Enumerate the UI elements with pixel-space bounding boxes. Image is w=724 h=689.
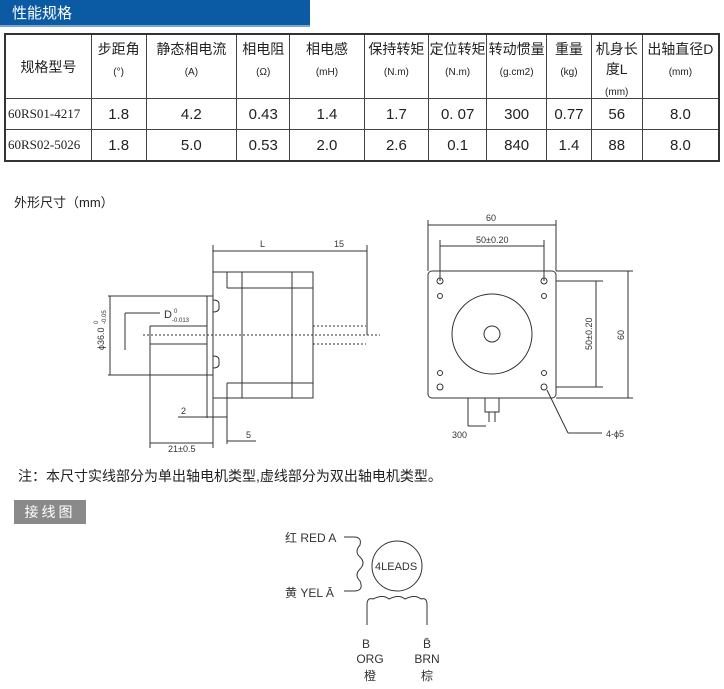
wire-bbar-color: BRN [414, 652, 439, 666]
header-unit: (N.m) [383, 67, 409, 78]
header-unit: (g.cm2) [499, 67, 534, 78]
table-cell: 1.8 [90, 129, 147, 162]
model-cell: 60RS02-5026 [4, 129, 92, 162]
dim-D-tol-up: 0 [174, 309, 178, 315]
dim-60-v: 60 [616, 330, 626, 340]
column-header: 转动惯量 (g.cm2) [486, 33, 548, 99]
dim-15: 15 [334, 239, 344, 249]
header-label: 相电阻 [242, 41, 285, 57]
table-cell: 840 [486, 129, 548, 162]
dim-60: 60 [486, 213, 496, 223]
front-view [427, 220, 633, 434]
table-cell: 2.6 [363, 129, 430, 162]
column-header: 规格型号 [4, 33, 92, 99]
wire-b-color: ORG [356, 652, 383, 666]
dim-dia36-tol-up: 0 [94, 320, 100, 324]
dim-50-h: 50±0.20 [476, 235, 508, 245]
column-header: 步距角 (°) [90, 33, 147, 99]
table-cell: 1.4 [546, 129, 592, 162]
table-cell: 0. 07 [428, 98, 488, 130]
header-label: 出轴直径D [647, 41, 714, 57]
header-label: 转动惯量 [488, 41, 545, 57]
table-cell: 0.43 [236, 98, 291, 130]
column-header: 保持转矩 (N.m) [363, 33, 430, 99]
wire-bbar-label: B̄ [423, 637, 431, 651]
table-cell: 56 [590, 98, 643, 130]
header-label: 静态相电流 [156, 41, 227, 57]
table-cell: 2.0 [289, 129, 365, 162]
column-header: 相电阻 (Ω) [236, 33, 291, 99]
header-unit: (mm) [668, 67, 693, 78]
table-cell: 4.2 [145, 98, 238, 130]
header-unit: (kg) [560, 67, 578, 78]
leads-label: 4LEADS [375, 561, 417, 573]
dimensions-title: 外形尺寸（mm） [14, 195, 114, 210]
header-label: 重量 [554, 41, 583, 57]
table-cell: 1.7 [363, 98, 430, 130]
wire-bbar-cn: 棕 [421, 668, 433, 683]
dim-50-v: 50±0.20 [584, 318, 594, 350]
header-unit: (Ω) [256, 67, 271, 78]
dim-D-tol-dn: -0.013 [172, 318, 190, 324]
dim-21: 21±0.5 [168, 444, 195, 454]
table-cell: 1.4 [289, 98, 365, 130]
header-label: 定位转矩 [429, 41, 486, 57]
wire-a-label: 红 RED A [285, 530, 336, 545]
table-cell: 8.0 [641, 98, 720, 130]
dim-300: 300 [452, 430, 467, 440]
table-cell: 5.0 [145, 129, 238, 162]
column-header: 出轴直径D (mm) [641, 33, 720, 99]
dim-dia36: ϕ36.0 [96, 327, 106, 350]
table-cell: 8.0 [641, 129, 720, 162]
dimension-note: 注：本尺寸实线部分为单出轴电机类型,虚线部分为双出轴电机类型。 [18, 468, 442, 484]
header-label: 保持转矩 [368, 41, 425, 57]
header-label: 步距角 [97, 41, 140, 57]
wiring-diagram [344, 536, 428, 625]
header-unit: (mm) [605, 87, 629, 98]
section-title-performance: 性能规格 [0, 0, 310, 27]
model-cell: 60RS01-4217 [4, 98, 92, 130]
table-cell: 1.8 [90, 98, 147, 130]
spec-table: 规格型号 步距角 (°) 静态相电流 (A) 相电阻 (Ω) 相电感 (mH) 保持转矩 (N.m)… [4, 33, 720, 162]
table-header-row: 规格型号 步距角 (°) 静态相电流 (A) 相电阻 (Ω) 相电感 (mH) 保持转矩 (N.m)… [4, 33, 720, 99]
side-view [108, 245, 380, 448]
table-cell: 300 [486, 98, 548, 130]
dim-holes: 4-ϕ5 [606, 429, 624, 439]
wire-abar-label: 黄 YEL Ā [285, 586, 334, 600]
wire-b-label: B [362, 637, 370, 651]
section-title-wiring: 接线图 [14, 500, 86, 524]
dim-L: L [260, 239, 265, 249]
dim-D: D [164, 309, 172, 321]
dim-dia36-tol-dn: -0.05 [102, 310, 108, 324]
table-cell: 0.53 [236, 129, 291, 162]
header-unit: (mH) [315, 67, 339, 78]
table-cell: 0.77 [546, 98, 592, 130]
column-header: 静态相电流 (A) [145, 33, 238, 99]
column-header: 机身长度L (mm) [590, 33, 643, 99]
table-cell: 88 [590, 129, 643, 162]
header-unit: (A) [184, 67, 199, 78]
dim-5: 5 [246, 430, 251, 440]
dim-2: 2 [181, 406, 186, 416]
header-label: 机身长度L [595, 41, 638, 77]
column-header: 重量 (kg) [546, 33, 592, 99]
header-label: 相电感 [305, 41, 348, 57]
header-unit: (°) [113, 67, 124, 78]
header-label: 规格型号 [20, 58, 77, 75]
column-header: 相电感 (mH) [289, 33, 365, 99]
table-cell: 0.1 [428, 129, 488, 162]
header-unit: (N.m) [445, 67, 471, 78]
wire-b-cn: 橙 [364, 668, 376, 683]
